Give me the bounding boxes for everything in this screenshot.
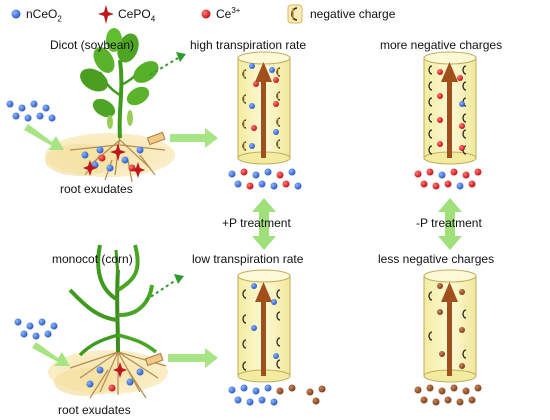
label-less-negative: less negative charges: [378, 252, 495, 266]
label-dicot: Dicot (soybean): [50, 38, 135, 52]
transport-arrow-bottom-icon: [168, 348, 218, 368]
label-root-exudates-top: root exudates: [60, 182, 133, 196]
legend-label-cepo4: CePO4: [118, 7, 156, 24]
xylem-cylinder-bottom-middle: [237, 269, 291, 383]
corn-plant: [48, 244, 168, 399]
label-low-transpiration: low transpiration rate: [192, 252, 304, 266]
nceo2-cluster-top: [6, 100, 56, 122]
legend-symbols: [11, 4, 303, 24]
label-root-exudates-bottom: root exudates: [58, 403, 131, 417]
label-monocot: monocot (corn): [52, 252, 133, 266]
xylem-cylinder-bottom-right: [423, 269, 477, 383]
label-minus-p-treatment: -P treatment: [416, 216, 482, 230]
label-more-negative: more negative charges: [380, 38, 503, 52]
legend-label-ce3: Ce3+: [216, 6, 241, 22]
nceo2-cluster-bottom: [14, 318, 58, 340]
xylem-cylinder-top-middle: [237, 51, 291, 165]
dotted-arrow-top-icon: [149, 52, 186, 76]
xylem-cylinder-top-right: [423, 51, 477, 165]
particles-bottom-right: [414, 384, 482, 406]
label-high-transpiration: high transpiration rate: [190, 38, 307, 52]
legend-label-nceo2: nCeO2: [26, 7, 62, 24]
legend-label-negative-charge: negative charge: [310, 7, 396, 21]
particles-top-right: [414, 168, 482, 190]
dotted-arrow-bottom-icon: [145, 274, 184, 301]
legend-negative-charge-icon: [287, 4, 303, 24]
legend-blue-dot-icon: [11, 9, 21, 19]
particles-top-middle: [228, 168, 302, 190]
particles-bottom-middle: [228, 384, 326, 406]
transport-arrow-top-icon: [170, 128, 218, 148]
double-arrow-middle-icon: [252, 198, 276, 250]
uptake-arrow-top-icon: [24, 124, 64, 150]
soybean-plant: [45, 28, 175, 183]
label-plus-p-treatment: +P treatment: [222, 216, 291, 230]
legend-red-dot-icon: [201, 9, 211, 19]
legend-red-star-icon: [98, 5, 114, 24]
double-arrow-right-icon: [438, 198, 462, 250]
uptake-arrow-bottom-icon: [32, 342, 70, 366]
